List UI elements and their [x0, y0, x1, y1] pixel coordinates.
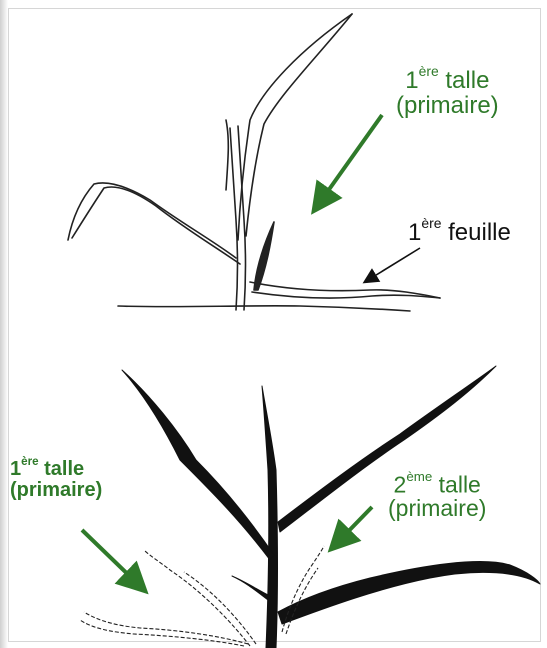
bottom-talle2-label: 2ème talle (primaire) — [388, 470, 486, 521]
top-left-leaf — [68, 183, 236, 258]
bottom-talle1-line1: 1ère talle — [10, 456, 102, 480]
top-talle-label: 1ère talle (primaire) — [396, 64, 499, 118]
bottom-talle1-label: 1ère talle (primaire) — [10, 456, 102, 501]
bottom-talle1-arrow — [82, 530, 140, 586]
top-plant-drawing — [68, 14, 440, 311]
top-feuille-label: 1ère feuille — [408, 216, 511, 245]
bottom-talle2-line2: (primaire) — [388, 496, 486, 520]
bottom-talle2-arrow — [336, 507, 372, 544]
top-talle-line1: 1ère talle — [396, 64, 499, 93]
top-main-stem — [230, 128, 238, 310]
top-tall-leaf — [238, 14, 352, 240]
top-talle-line2: (primaire) — [396, 93, 499, 118]
bottom-talle2-line1: 2ème talle — [388, 470, 486, 496]
top-ground-line — [118, 306, 410, 311]
top-young-tiller — [254, 222, 274, 290]
top-talle-arrow — [318, 115, 382, 205]
bottom-left-leaf — [122, 370, 274, 560]
bottom-main-stem — [262, 386, 278, 648]
top-feuille-arrow — [368, 248, 420, 280]
bottom-lower-right-leaf — [278, 562, 540, 624]
bottom-talle1-line2: (primaire) — [10, 480, 102, 501]
